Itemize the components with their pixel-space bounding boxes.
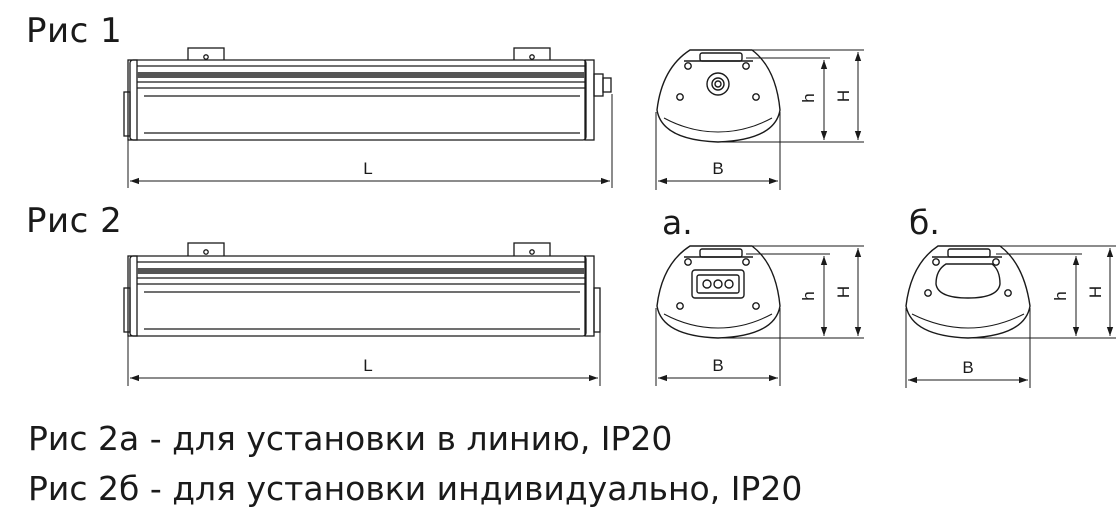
- fig1-side-view: [123, 47, 613, 188]
- fig1-H-label: H: [834, 90, 853, 102]
- fig1-length-label: L: [363, 159, 372, 178]
- fig2b-width-label: B: [962, 358, 973, 377]
- note-fig2b: Рис 2б - для установки индивидуально, IP…: [28, 469, 803, 508]
- fig2-side-view: [123, 242, 601, 386]
- fig2a-H-label: H: [834, 286, 853, 298]
- fig1-width-label: B: [712, 159, 723, 178]
- fig2b-h-label: h: [1051, 291, 1070, 300]
- fig2a-end-view: [655, 245, 864, 386]
- fig1-h-label: h: [799, 93, 818, 102]
- fig2a-h-label: h: [799, 291, 818, 300]
- fig2b-H-label: H: [1086, 286, 1105, 298]
- variant-b-label: б.: [909, 203, 940, 242]
- variant-a-label: а.: [662, 203, 693, 242]
- fig2a-width-label: B: [712, 356, 723, 375]
- fig2-length-label: L: [363, 356, 372, 375]
- fig1-end-view: [655, 49, 864, 190]
- figure-2-label: Рис 2: [26, 201, 123, 241]
- fig2b-end-view: [905, 245, 1116, 388]
- note-fig2a: Рис 2а - для установки в линию, IP20: [28, 419, 673, 458]
- figure-1-label: Рис 1: [26, 11, 123, 51]
